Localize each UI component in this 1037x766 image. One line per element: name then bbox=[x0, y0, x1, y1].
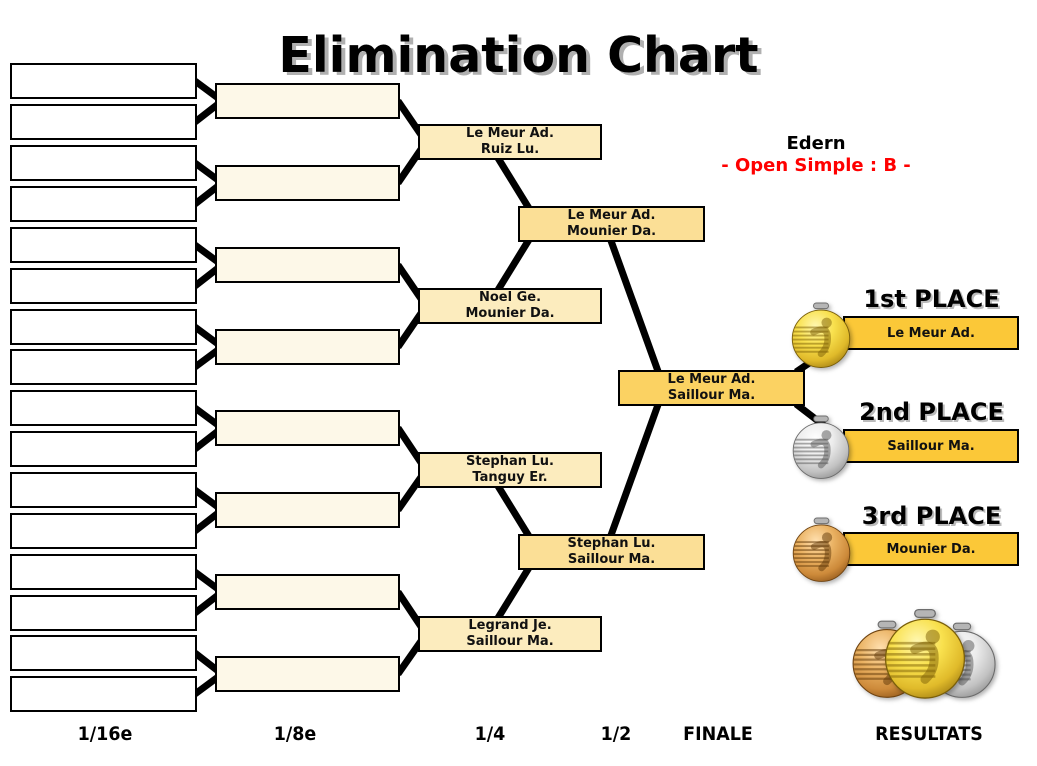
player-name: Saillour Ma. bbox=[567, 552, 656, 567]
quarterfinal-box-3: Stephan Lu. Tanguy Er. bbox=[418, 452, 602, 488]
second-place-heading: 2nd PLACE bbox=[859, 398, 1004, 426]
event-header: Edern - Open Simple : B - bbox=[716, 133, 916, 177]
player-name: Noel Ge. bbox=[478, 290, 542, 305]
round-label-finale: FINALE bbox=[683, 723, 753, 745]
finale-box: Le Meur Ad. Saillour Ma. bbox=[618, 370, 805, 406]
event-category: - Open Simple : B - bbox=[721, 155, 911, 176]
empty-slot-box bbox=[10, 63, 197, 99]
empty-slot-box bbox=[215, 410, 400, 446]
empty-slot-box bbox=[10, 431, 197, 467]
empty-slot-box bbox=[10, 390, 197, 426]
first-place-box: Le Meur Ad. bbox=[843, 316, 1019, 350]
page-title: Elimination Chart bbox=[278, 26, 759, 84]
empty-slot-box bbox=[10, 635, 197, 671]
empty-slot-box bbox=[10, 676, 197, 712]
round-label-1-8: 1/8e bbox=[273, 723, 317, 745]
empty-slot-box bbox=[10, 186, 197, 222]
empty-slot-box bbox=[10, 145, 197, 181]
gold-medal-icon bbox=[789, 301, 853, 373]
player-name: Le Meur Ad. bbox=[667, 372, 756, 387]
player-name: Stephan Lu. bbox=[567, 536, 656, 551]
first-place-heading: 1st PLACE bbox=[863, 285, 1000, 313]
player-name: Tanguy Er. bbox=[472, 470, 548, 485]
empty-slot-box bbox=[215, 492, 400, 528]
round-label-1-16: 1/16e bbox=[77, 723, 133, 745]
bronze-medal-icon bbox=[790, 516, 853, 587]
round-label-1-4: 1/4 bbox=[474, 723, 506, 745]
first-place-name: Le Meur Ad. bbox=[887, 325, 975, 341]
player-name: Legrand Je. bbox=[468, 618, 552, 633]
player-name: Mounier Da. bbox=[465, 306, 555, 321]
third-place-heading: 3rd PLACE bbox=[861, 502, 1002, 530]
empty-slot-box bbox=[10, 227, 197, 263]
round-label-1-2: 1/2 bbox=[600, 723, 632, 745]
event-name: Edern bbox=[786, 133, 846, 154]
empty-slot-box bbox=[215, 165, 400, 201]
empty-slot-box bbox=[215, 247, 400, 283]
quarterfinal-box-1: Le Meur Ad. Ruiz Lu. bbox=[418, 124, 602, 160]
empty-slot-box bbox=[215, 656, 400, 692]
player-name: Mounier Da. bbox=[566, 224, 657, 239]
empty-slot-box bbox=[10, 595, 197, 631]
silver-medal-icon bbox=[790, 414, 852, 484]
empty-slot-box bbox=[215, 329, 400, 365]
empty-slot-box bbox=[215, 83, 400, 119]
second-place-name: Saillour Ma. bbox=[887, 438, 975, 454]
player-name: Ruiz Lu. bbox=[480, 142, 540, 157]
empty-slot-box bbox=[10, 268, 197, 304]
quarterfinal-box-2: Noel Ge. Mounier Da. bbox=[418, 288, 602, 324]
second-place-box: Saillour Ma. bbox=[843, 429, 1019, 463]
third-place-name: Mounier Da. bbox=[886, 541, 976, 557]
quarterfinal-box-4: Legrand Je. Saillour Ma. bbox=[418, 616, 602, 652]
empty-slot-box bbox=[215, 574, 400, 610]
player-name: Saillour Ma. bbox=[667, 388, 756, 403]
player-name: Saillour Ma. bbox=[466, 634, 554, 649]
gold-medal-icon bbox=[881, 607, 969, 704]
player-name: Stephan Lu. bbox=[466, 454, 554, 469]
player-name: Le Meur Ad. bbox=[567, 208, 656, 223]
semifinal-box-2: Stephan Lu. Saillour Ma. bbox=[518, 534, 705, 570]
player-name: Le Meur Ad. bbox=[466, 126, 554, 141]
semifinal-box-1: Le Meur Ad. Mounier Da. bbox=[518, 206, 705, 242]
empty-slot-box bbox=[10, 104, 197, 140]
empty-slot-box bbox=[10, 472, 197, 508]
empty-slot-box bbox=[10, 349, 197, 385]
empty-slot-box bbox=[10, 309, 197, 345]
empty-slot-box bbox=[10, 554, 197, 590]
empty-slot-box bbox=[10, 513, 197, 549]
round-label-resultats: RESULTATS bbox=[875, 723, 983, 745]
third-place-box: Mounier Da. bbox=[843, 532, 1019, 566]
